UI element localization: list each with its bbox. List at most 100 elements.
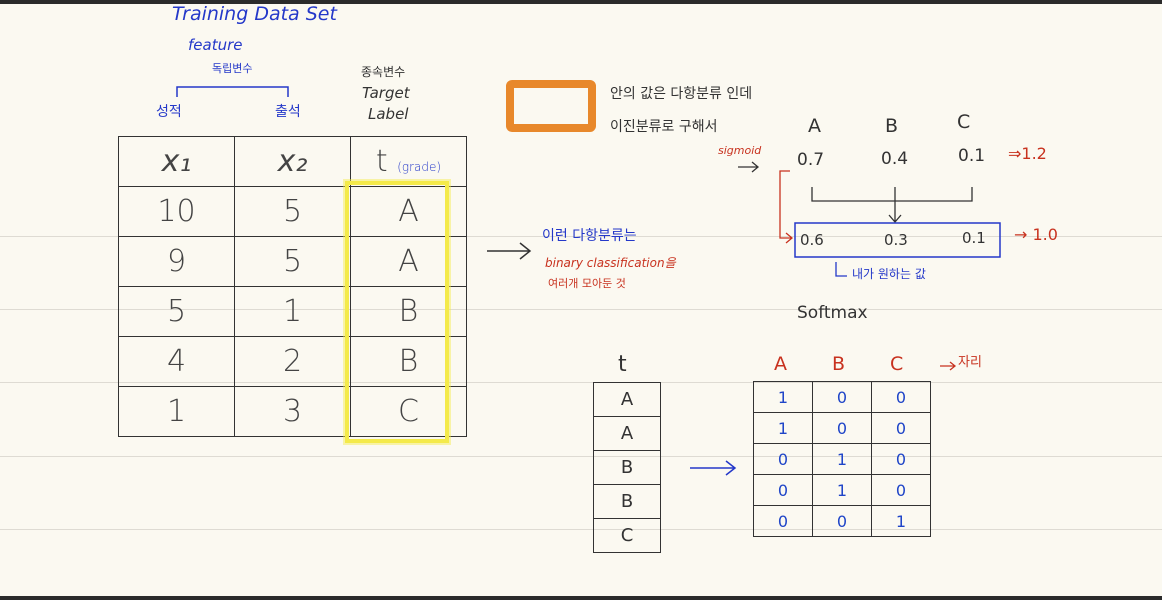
ruled-line	[0, 309, 1162, 310]
ruled-line	[0, 382, 1162, 383]
training-data-title: Training Data Set	[172, 3, 337, 25]
table-cell: 0	[753, 474, 813, 506]
table-cell: B	[593, 450, 661, 485]
multi-class-note: 이런 다항분류는	[542, 228, 637, 244]
t-header: t (grade)	[350, 136, 467, 187]
table-cell: 0	[812, 412, 872, 444]
table-cell: 0	[812, 381, 872, 413]
red-bracket-top	[779, 170, 790, 190]
top-frame	[0, 0, 1162, 4]
table-cell: C	[593, 518, 661, 553]
softmax-box	[794, 222, 1001, 258]
table-row: C	[593, 518, 661, 553]
sigmoid-note: sigmoid	[718, 144, 762, 157]
table-cell: 1	[812, 474, 872, 506]
desired-note: 내가 원하는 값	[852, 267, 926, 281]
sigmoid-value-a: 0.7	[797, 150, 825, 170]
table-cell: 0	[871, 474, 931, 506]
yellow-highlight	[345, 181, 449, 443]
softmax-value-c: 0.1	[962, 229, 986, 247]
table-cell: 3	[234, 386, 351, 437]
table-cell: 1	[753, 381, 813, 413]
sigmoid-sum: ⇒1.2	[1008, 144, 1047, 163]
dependent-var-label: 종속변수	[361, 65, 406, 79]
onehot-header-c: C	[890, 353, 904, 375]
onehot-header-a: A	[774, 353, 787, 375]
table-cell: 0	[753, 505, 813, 537]
ruled-line	[0, 236, 1162, 237]
sigmoid-sum-value: 1.2	[1021, 144, 1047, 163]
table-cell: 9	[118, 236, 235, 287]
note-line2: 이진분류로 구해서	[610, 119, 718, 135]
table-cell: 1	[234, 286, 351, 337]
class-c-label: C	[957, 111, 971, 133]
table-row: 0 1 0	[753, 443, 931, 475]
note-line1: 안의 값은 다항분류 인데	[610, 86, 753, 102]
desired-hook	[835, 262, 847, 277]
ruled-line	[0, 529, 1162, 530]
target-column-header: t	[618, 352, 627, 377]
table-cell: 1	[812, 443, 872, 475]
blue-arrow	[690, 460, 737, 476]
label-label: Label	[368, 105, 409, 123]
softmax-label: Softmax	[797, 303, 868, 323]
table-cell: 2	[234, 336, 351, 387]
table-header-row: x₁ x₂ t (grade)	[118, 136, 467, 187]
class-a-label: A	[808, 115, 821, 137]
table-cell: 0	[812, 505, 872, 537]
red-arrow-down	[779, 190, 794, 244]
feature-label: feature	[188, 36, 243, 54]
table-cell: 5	[234, 186, 351, 237]
table-cell: A	[593, 416, 661, 451]
table-cell: 1	[753, 412, 813, 444]
table-row: 1 3 C	[118, 386, 467, 437]
softmax-value-a: 0.6	[800, 231, 824, 249]
attendance-kor-label: 출석	[275, 104, 301, 120]
table-cell: 0	[871, 381, 931, 413]
table-cell: 0	[871, 412, 931, 444]
ruled-line	[0, 456, 1162, 457]
table-cell: 5	[234, 236, 351, 287]
softmax-sum: → 1.0	[1014, 225, 1058, 244]
table-cell: 1	[118, 386, 235, 437]
target-table: A A B B C	[593, 382, 661, 553]
table-row: 1 0 0	[753, 381, 931, 413]
onehot-header-b: B	[832, 353, 846, 375]
table-cell: 10	[118, 186, 235, 237]
table-row: A	[593, 416, 661, 451]
softmax-sum-value: 1.0	[1032, 225, 1058, 244]
sum-bracket	[811, 187, 973, 223]
right-arrow	[487, 242, 532, 260]
feature-bracket	[176, 86, 289, 97]
table-row: 4 2 B	[118, 336, 467, 387]
softmax-value-b: 0.3	[884, 231, 908, 249]
table-row: B	[593, 450, 661, 485]
table-row: 0 1 0	[753, 474, 931, 506]
table-cell: 0	[871, 443, 931, 475]
table-row: B	[593, 484, 661, 519]
target-label: Target	[362, 84, 410, 102]
table-row: 1 0 0	[753, 412, 931, 444]
binary-note: binary classification을	[545, 256, 676, 270]
t-header-symbol: t	[375, 144, 388, 179]
table-cell: B	[593, 484, 661, 519]
sigmoid-value-b: 0.4	[881, 149, 909, 169]
independent-var-label: 독립변수	[212, 62, 253, 75]
class-b-label: B	[885, 115, 899, 137]
x2-header: x₂	[234, 136, 351, 187]
orange-box	[506, 80, 596, 132]
table-cell: 5	[118, 286, 235, 337]
grade-kor-label: 성적	[156, 104, 182, 120]
bottom-frame	[0, 596, 1162, 600]
table-cell: 0	[753, 443, 813, 475]
table-row: 0 0 1	[753, 505, 931, 537]
table-cell: A	[593, 382, 661, 417]
table-row: A	[593, 382, 661, 417]
combine-note: 여러개 모아둔 것	[548, 277, 626, 290]
position-arrow	[940, 361, 957, 371]
x1-header: x₁	[118, 136, 235, 187]
sigmoid-arrow	[738, 161, 760, 173]
sigmoid-value-c: 0.1	[958, 146, 986, 166]
table-cell: 1	[871, 505, 931, 537]
